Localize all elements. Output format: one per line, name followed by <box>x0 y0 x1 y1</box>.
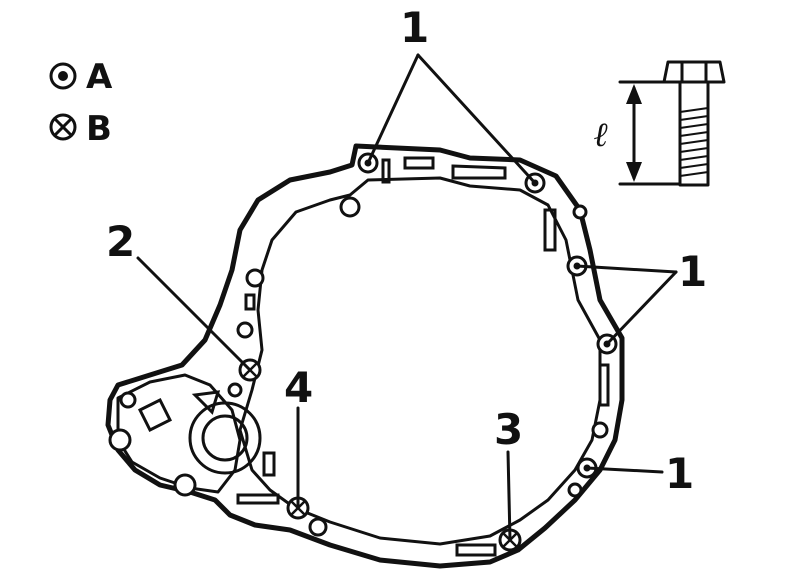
leader-right-lower <box>585 466 664 474</box>
callout-right-lower: 1 <box>665 449 694 498</box>
legend-label-a: A <box>86 57 113 97</box>
arrow-up-icon <box>626 84 642 104</box>
leader-right-upper-2 <box>605 270 678 346</box>
bearing-bore-outer <box>188 401 262 475</box>
legend-item-b: B <box>49 109 112 149</box>
arrow-down-icon <box>626 162 642 182</box>
callout-left: 2 <box>106 217 135 266</box>
flange-outline <box>116 373 242 494</box>
leader-top-left <box>366 53 420 165</box>
leader-left <box>136 256 252 372</box>
callout-bottom-middle: 4 <box>284 363 313 412</box>
callout-bottom-right: 3 <box>494 405 523 454</box>
gasket <box>105 143 625 569</box>
gasket-slots <box>137 156 610 557</box>
cross-line-2 <box>53 117 73 137</box>
legend-label-b: B <box>86 109 112 149</box>
bolt-shank-icon <box>678 80 710 187</box>
plain-holes <box>108 196 609 537</box>
callout-right-upper: 1 <box>678 247 707 296</box>
callout-top: 1 <box>400 3 429 52</box>
legend: A B <box>49 57 113 149</box>
leader-right-upper-1 <box>575 264 678 274</box>
leader-bottom-right <box>506 450 512 542</box>
bolt-length-label: ℓ <box>594 115 609 155</box>
leader-lines <box>136 53 678 542</box>
bolt-thread-lines <box>679 107 709 177</box>
bolt-illustration: ℓ <box>594 60 726 187</box>
legend-item-a: A <box>49 57 113 97</box>
leader-top-right <box>416 53 537 185</box>
bolt-head-icon <box>662 60 726 84</box>
bearing-bore-inner <box>201 414 249 462</box>
callouts: 1 1 1 2 3 4 <box>106 3 707 498</box>
solid-dot-center <box>58 71 68 81</box>
gasket-inner-outline <box>238 176 602 546</box>
gasket-outer-outline <box>105 143 625 569</box>
